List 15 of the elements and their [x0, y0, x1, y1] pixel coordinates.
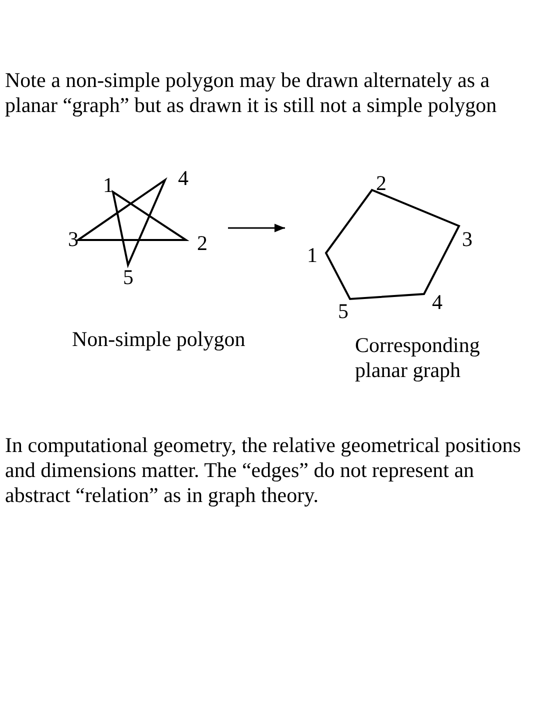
paragraph: In computational geometry, the relative geometrical positions and dimensions matter. The “edges” do not represent an abstract “relation” as in graph theory. [5, 433, 522, 508]
vertex-number: 4 [178, 167, 188, 189]
vertex-number: 3 [68, 228, 78, 250]
vertex-number: 5 [123, 266, 134, 288]
caption: Non-simple polygon [72, 327, 246, 352]
vertex-number: 4 [432, 291, 442, 313]
vertex-number: 1 [103, 174, 114, 196]
vertex-number: 3 [462, 228, 472, 250]
vertex-number: 2 [197, 232, 208, 254]
vertex-number: 1 [307, 244, 318, 266]
vertex-number: 2 [376, 172, 386, 194]
vertex-number: 5 [338, 300, 348, 322]
arrow [228, 224, 285, 232]
caption: Corresponding planar graph [355, 333, 481, 383]
paragraph: Note a non-simple polygon may be drawn alternately as a planar “graph” but as drawn it is still not a simple polygon [5, 68, 498, 118]
